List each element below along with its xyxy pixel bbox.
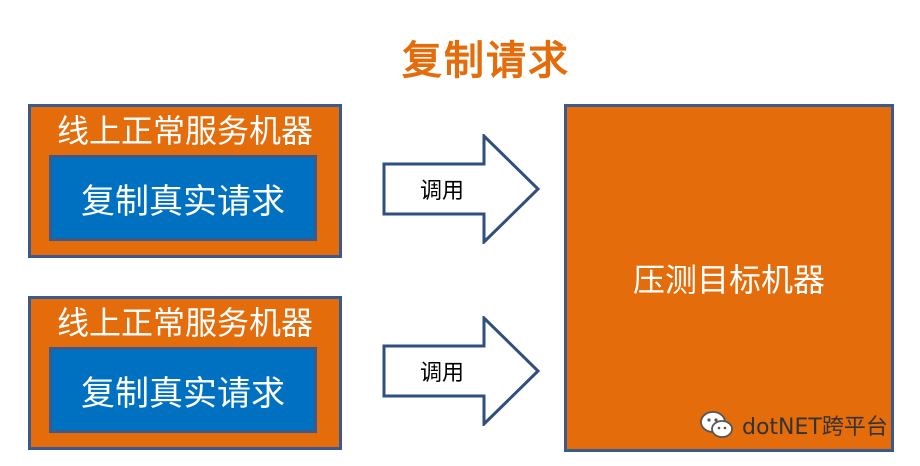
online-server-label-2: 线上正常服务机器 [56,304,313,342]
watermark: dotNET跨平台 [700,408,888,442]
call-arrow-label-1: 调用 [419,179,464,204]
online-server-box-1: 线上正常服务机器 复制真实请求 [28,104,342,258]
call-arrow-1 [382,134,541,244]
online-server-box-2: 线上正常服务机器 复制真实请求 [28,296,342,450]
load-test-target-box: 压测目标机器 [564,104,894,452]
copy-request-box-1: 复制真实请求 [49,155,317,241]
watermark-text: dotNET跨平台 [742,415,888,440]
copy-request-box-2: 复制真实请求 [49,347,317,433]
call-arrow-2 [382,316,541,426]
online-server-label-1: 线上正常服务机器 [56,112,313,150]
call-arrow-label-2: 调用 [419,361,464,386]
diagram-title: 复制请求 [402,38,570,84]
wechat-icon [700,411,733,438]
